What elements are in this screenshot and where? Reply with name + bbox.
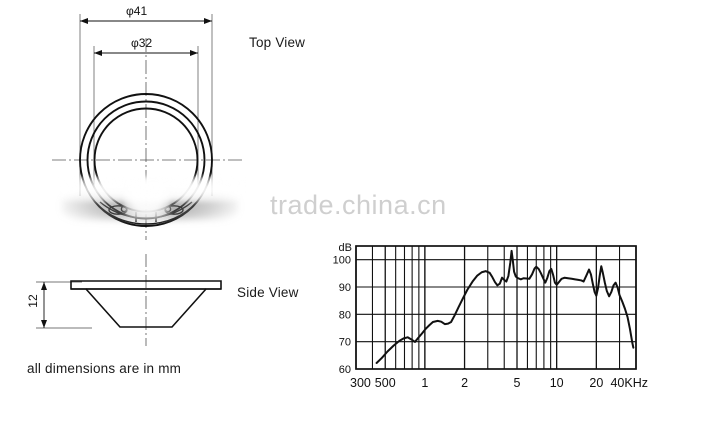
chart-xtick-2: 2 xyxy=(461,376,468,390)
top-view-drawing: φ41 φ32 xyxy=(0,0,250,250)
chart-xtick-500: 500 xyxy=(375,376,396,390)
chart-xtick-40KHz: 40KHz xyxy=(610,376,648,390)
side-view-drawing: 12 xyxy=(0,250,250,360)
top-view-label: Top View xyxy=(249,35,306,50)
chart-xtick-10: 10 xyxy=(550,376,564,390)
dimension-line-inner-diameter xyxy=(94,50,198,56)
chart-series-frequency-response xyxy=(375,249,635,364)
chart-xtick-5: 5 xyxy=(514,376,521,390)
centerlines xyxy=(52,38,242,240)
dimensions-note: all dimensions are in mm xyxy=(27,361,182,376)
side-profile-body xyxy=(70,280,222,328)
chart-xtick-20: 20 xyxy=(589,376,603,390)
top-view-svg xyxy=(52,14,242,240)
dimension-outer-diameter: φ41 xyxy=(126,4,148,18)
chart-xtick-1: 1 xyxy=(421,376,428,390)
dimension-line-height xyxy=(41,282,47,328)
chart-ytick-80: 80 xyxy=(339,309,351,321)
watermark-text: trade.china.cn xyxy=(270,190,447,220)
dimension-line-outer-diameter xyxy=(80,18,212,24)
chart-xtick-300: 300 xyxy=(350,376,371,390)
chart-yaxis-unit: dB xyxy=(339,242,352,254)
chart-ytick-60: 60 xyxy=(339,364,351,376)
chart-ytick-100: 100 xyxy=(333,255,351,267)
chart-ytick-70: 70 xyxy=(339,337,351,349)
chart-ytick-90: 90 xyxy=(339,282,351,294)
concentric-ring-outer xyxy=(79,93,213,227)
dimension-height: 12 xyxy=(26,294,40,308)
side-view-label: Side View xyxy=(237,285,299,300)
dimension-inner-diameter: φ32 xyxy=(131,36,153,50)
chart-plot-frame xyxy=(355,245,637,370)
side-view-svg xyxy=(36,254,222,346)
